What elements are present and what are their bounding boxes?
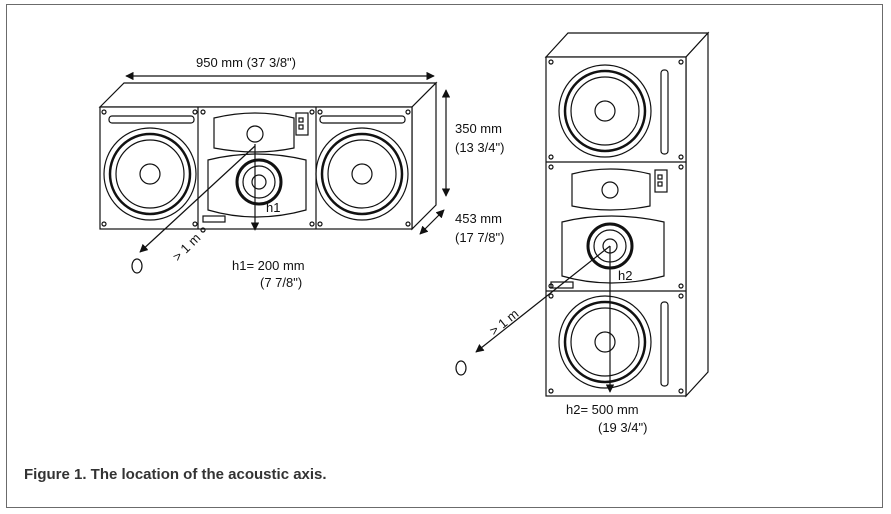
distance-label-horizontal: > 1 m <box>170 230 204 264</box>
height-dimension-label-in: (13 3/4") <box>455 140 504 155</box>
distance-label-vertical: > 1 m <box>486 306 521 338</box>
h1-value-mm: h1= 200 mm <box>232 258 305 273</box>
horizontal-speaker <box>98 81 438 233</box>
listening-distance-arrow-vertical <box>475 245 611 353</box>
listener-ear-icon <box>131 258 143 274</box>
h1-value-in: (7 7/8") <box>260 275 302 290</box>
depth-dimension-label-mm: 453 mm <box>455 211 502 226</box>
h2-value-in: (19 3/4") <box>598 420 647 435</box>
vertical-speaker <box>544 31 710 398</box>
figure-caption: Figure 1. The location of the acoustic a… <box>24 466 327 483</box>
h1-marker-label: h1 <box>266 200 280 215</box>
height-dimension-label-mm: 350 mm <box>455 121 502 136</box>
h2-value-mm: h2= 500 mm <box>566 402 639 417</box>
depth-dimension-label-in: (17 7/8") <box>455 230 504 245</box>
width-dimension-label: 950 mm (37 3/8") <box>196 55 296 70</box>
h2-marker-label: h2 <box>618 268 632 283</box>
listening-distance-arrow-horizontal <box>139 145 256 253</box>
vertical-dimensions <box>455 245 615 393</box>
depth-dimension-arrow <box>419 209 445 235</box>
horizontal-dimensions <box>125 71 451 274</box>
listener-ear-icon-vertical <box>455 360 467 376</box>
